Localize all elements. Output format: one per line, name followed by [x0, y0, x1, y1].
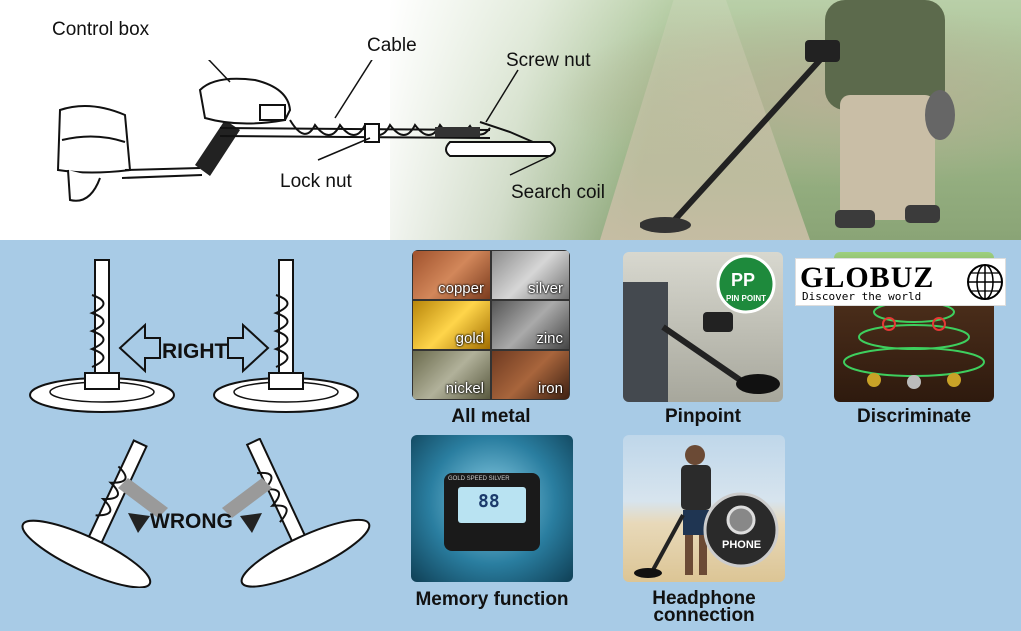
metal-cell-nickel: nickel	[413, 351, 490, 399]
logo-name: GLOBUZ	[800, 261, 935, 294]
orientation-wrong-label: WRONG	[150, 510, 233, 533]
discriminate-caption: Discriminate	[856, 406, 972, 427]
headphone-person-graphic	[634, 445, 779, 578]
pinpoint-badge-text: PIN POINT	[726, 294, 767, 303]
pinpoint-tile: PP PIN POINT	[623, 252, 783, 402]
metal-cell-gold: gold	[413, 301, 490, 349]
label-search-coil: Search coil	[511, 182, 605, 203]
orientation-wrong-illustration	[21, 438, 371, 588]
orientation-right-illustration	[29, 259, 359, 413]
memory-device-brand: GOLD SPEED SILVER	[448, 476, 510, 482]
all-metal-tile: copper silver gold zinc nickel iron	[412, 250, 570, 400]
pinpoint-detector-graphic	[623, 254, 780, 402]
metal-cell-silver: silver	[492, 251, 569, 299]
logo-tagline: Discover the world	[802, 290, 922, 303]
all-metal-caption: All metal	[451, 406, 531, 427]
metal-cell-zinc: zinc	[492, 301, 569, 349]
headphone-connection-tile: PHONE	[623, 435, 785, 582]
pinpoint-caption: Pinpoint	[665, 406, 741, 427]
memory-device: GOLD SPEED SILVER 88	[444, 473, 540, 551]
label-cable: Cable	[367, 35, 417, 56]
label-control-box: Control box	[52, 19, 150, 40]
metal-cell-copper: copper	[413, 251, 490, 299]
label-screw-nut: Screw nut	[506, 50, 591, 71]
pinpoint-badge: PP	[731, 270, 756, 290]
metal-cell-iron: iron	[492, 351, 569, 399]
parts-diagram-section: Control box Cable Screw nut Lock nut Sea…	[0, 0, 1021, 240]
person-with-detector	[640, 0, 955, 233]
globuz-logo: GLOBUZ Discover the world	[795, 258, 1006, 306]
label-lock-nut: Lock nut	[280, 171, 352, 192]
globe-icon	[967, 264, 1003, 300]
headphone-caption-line1: Headphone	[652, 588, 756, 609]
memory-function-tile: GOLD SPEED SILVER 88	[411, 435, 573, 582]
memory-function-caption: Memory function	[415, 589, 569, 610]
memory-display-value: 88	[478, 491, 500, 512]
headphone-jack-label: PHONE	[722, 539, 762, 551]
headphone-caption-line2: connection	[653, 605, 755, 626]
detector-drawing	[56, 60, 556, 202]
orientation-right-label: RIGHT	[162, 340, 228, 363]
memory-device-display: 88	[458, 487, 526, 523]
